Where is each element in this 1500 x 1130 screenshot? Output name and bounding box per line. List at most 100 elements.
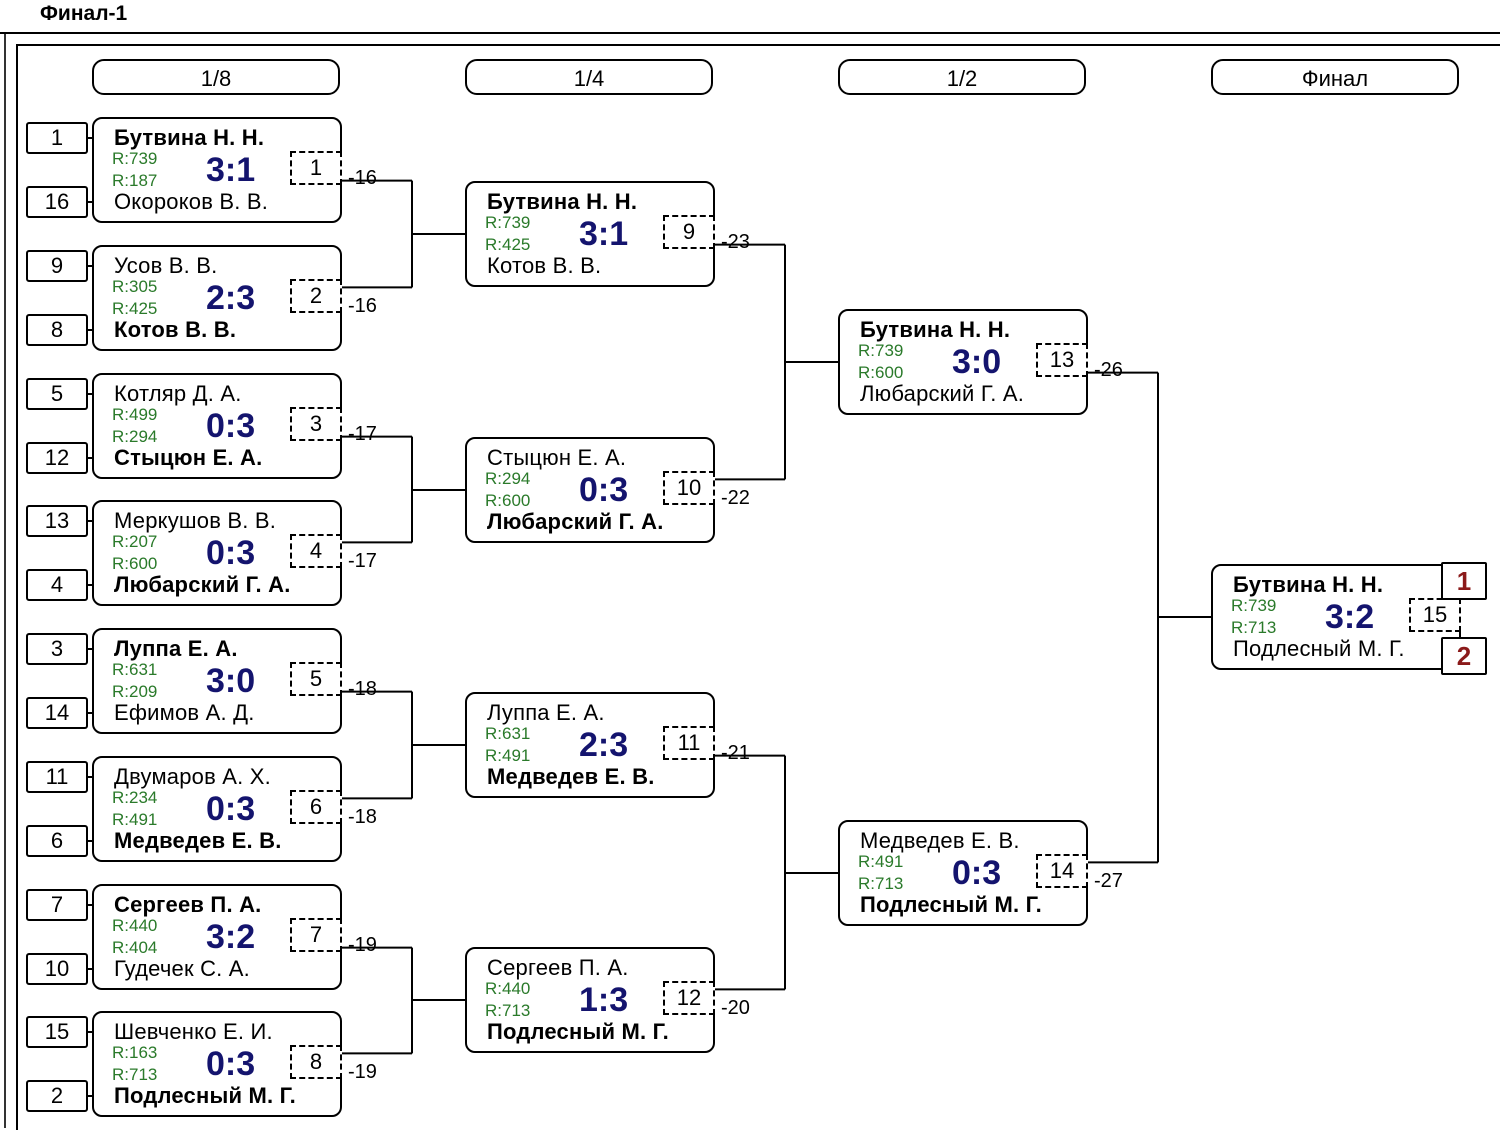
place-badge-1: 1 [1441, 562, 1487, 600]
player-top-rating: R:440 [485, 979, 531, 998]
player-bottom-name: Любарский Г. А. [114, 572, 291, 597]
round-header-2: 1/4 [465, 59, 713, 95]
match-number: 13 [1036, 343, 1088, 377]
player-top-rating: R:163 [112, 1043, 158, 1062]
player-top-rating: R:294 [485, 469, 531, 488]
window-title: Финал-1 [40, 2, 128, 25]
seed-box: 12 [26, 442, 88, 474]
match-score: 3:2 [1325, 598, 1375, 636]
seed-box: 3 [26, 633, 88, 665]
player-top-name: Бутвина Н. Н. [1233, 572, 1384, 597]
round-header-1: 1/8 [92, 59, 340, 95]
loser-reference: -16 [348, 167, 377, 189]
loser-reference: -17 [348, 550, 377, 572]
match-score: 0:3 [579, 471, 629, 509]
player-top-name: Сергеев П. А. [487, 955, 629, 980]
seed-box: 8 [26, 314, 88, 346]
player-top-rating: R:207 [112, 532, 158, 551]
player-bottom-rating: R:425 [112, 299, 158, 318]
player-bottom-name: Котов В. В. [487, 253, 602, 278]
loser-reference: -17 [348, 423, 377, 445]
loser-reference: -18 [348, 678, 377, 700]
player-top-rating: R:739 [1231, 596, 1277, 615]
player-bottom-name: Подлесный М. Г. [1233, 636, 1405, 661]
seed-box: 15 [26, 1016, 88, 1048]
player-top-name: Луппа Е. А. [114, 636, 238, 661]
player-bottom-rating: R:187 [112, 171, 158, 190]
player-bottom-name: Подлесный М. Г. [860, 892, 1042, 917]
loser-reference: -26 [1094, 359, 1123, 381]
player-top-name: Бутвина Н. Н. [860, 317, 1011, 342]
round-header-4: Финал [1211, 59, 1459, 95]
player-top-rating: R:631 [112, 660, 158, 679]
player-top-name: Усов В. В. [114, 253, 218, 278]
seed-box: 16 [26, 186, 88, 218]
player-top-rating: R:499 [112, 405, 158, 424]
seed-box: 13 [26, 505, 88, 537]
match-score: 0:3 [206, 407, 256, 445]
seed-box: 11 [26, 761, 88, 793]
player-top-rating: R:739 [858, 341, 904, 360]
match-score: 1:3 [579, 981, 629, 1019]
loser-reference: -21 [721, 742, 750, 764]
player-bottom-name: Любарский Г. А. [487, 509, 664, 534]
match-number: 15 [1409, 598, 1461, 632]
player-bottom-name: Стыцюн Е. А. [114, 445, 263, 470]
player-bottom-rating: R:404 [112, 938, 158, 957]
player-top-rating: R:234 [112, 788, 158, 807]
player-top-name: Бутвина Н. Н. [487, 189, 638, 214]
seed-box: 9 [26, 250, 88, 282]
player-bottom-name: Окороков В. В. [114, 189, 269, 214]
player-bottom-name: Котов В. В. [114, 317, 237, 342]
loser-reference: -19 [348, 1061, 377, 1083]
player-bottom-rating: R:491 [112, 810, 158, 829]
player-top-rating: R:440 [112, 916, 158, 935]
player-bottom-name: Гудечек С. А. [114, 956, 250, 981]
match-score: 2:3 [206, 279, 256, 317]
player-top-name: Стыцюн Е. А. [487, 445, 627, 470]
match-number: 1 [290, 151, 342, 185]
match-score: 3:2 [206, 918, 256, 956]
player-top-rating: R:739 [112, 149, 158, 168]
player-top-rating: R:631 [485, 724, 531, 743]
player-top-name: Луппа Е. А. [487, 700, 605, 725]
loser-reference: -18 [348, 806, 377, 828]
match-number: 9 [663, 215, 715, 249]
player-top-name: Сергеев П. А. [114, 892, 262, 917]
player-bottom-rating: R:600 [112, 554, 158, 573]
seed-box: 10 [26, 953, 88, 985]
match-score: 3:1 [206, 151, 256, 189]
loser-reference: -16 [348, 295, 377, 317]
player-bottom-rating: R:294 [112, 427, 158, 446]
match-number: 11 [663, 726, 715, 760]
player-top-name: Шевченко Е. И. [114, 1019, 273, 1044]
player-top-name: Меркушов В. В. [114, 508, 277, 533]
player-bottom-rating: R:713 [858, 874, 904, 893]
player-bottom-name: Подлесный М. Г. [114, 1083, 296, 1108]
match-number: 7 [290, 918, 342, 952]
loser-reference: -20 [721, 997, 750, 1019]
player-top-name: Бутвина Н. Н. [114, 125, 265, 150]
player-bottom-rating: R:209 [112, 682, 158, 701]
player-bottom-rating: R:600 [858, 363, 904, 382]
player-top-name: Двумаров А. Х. [114, 764, 271, 789]
seed-box: 6 [26, 825, 88, 857]
seed-box: 7 [26, 889, 88, 921]
loser-reference: -19 [348, 934, 377, 956]
